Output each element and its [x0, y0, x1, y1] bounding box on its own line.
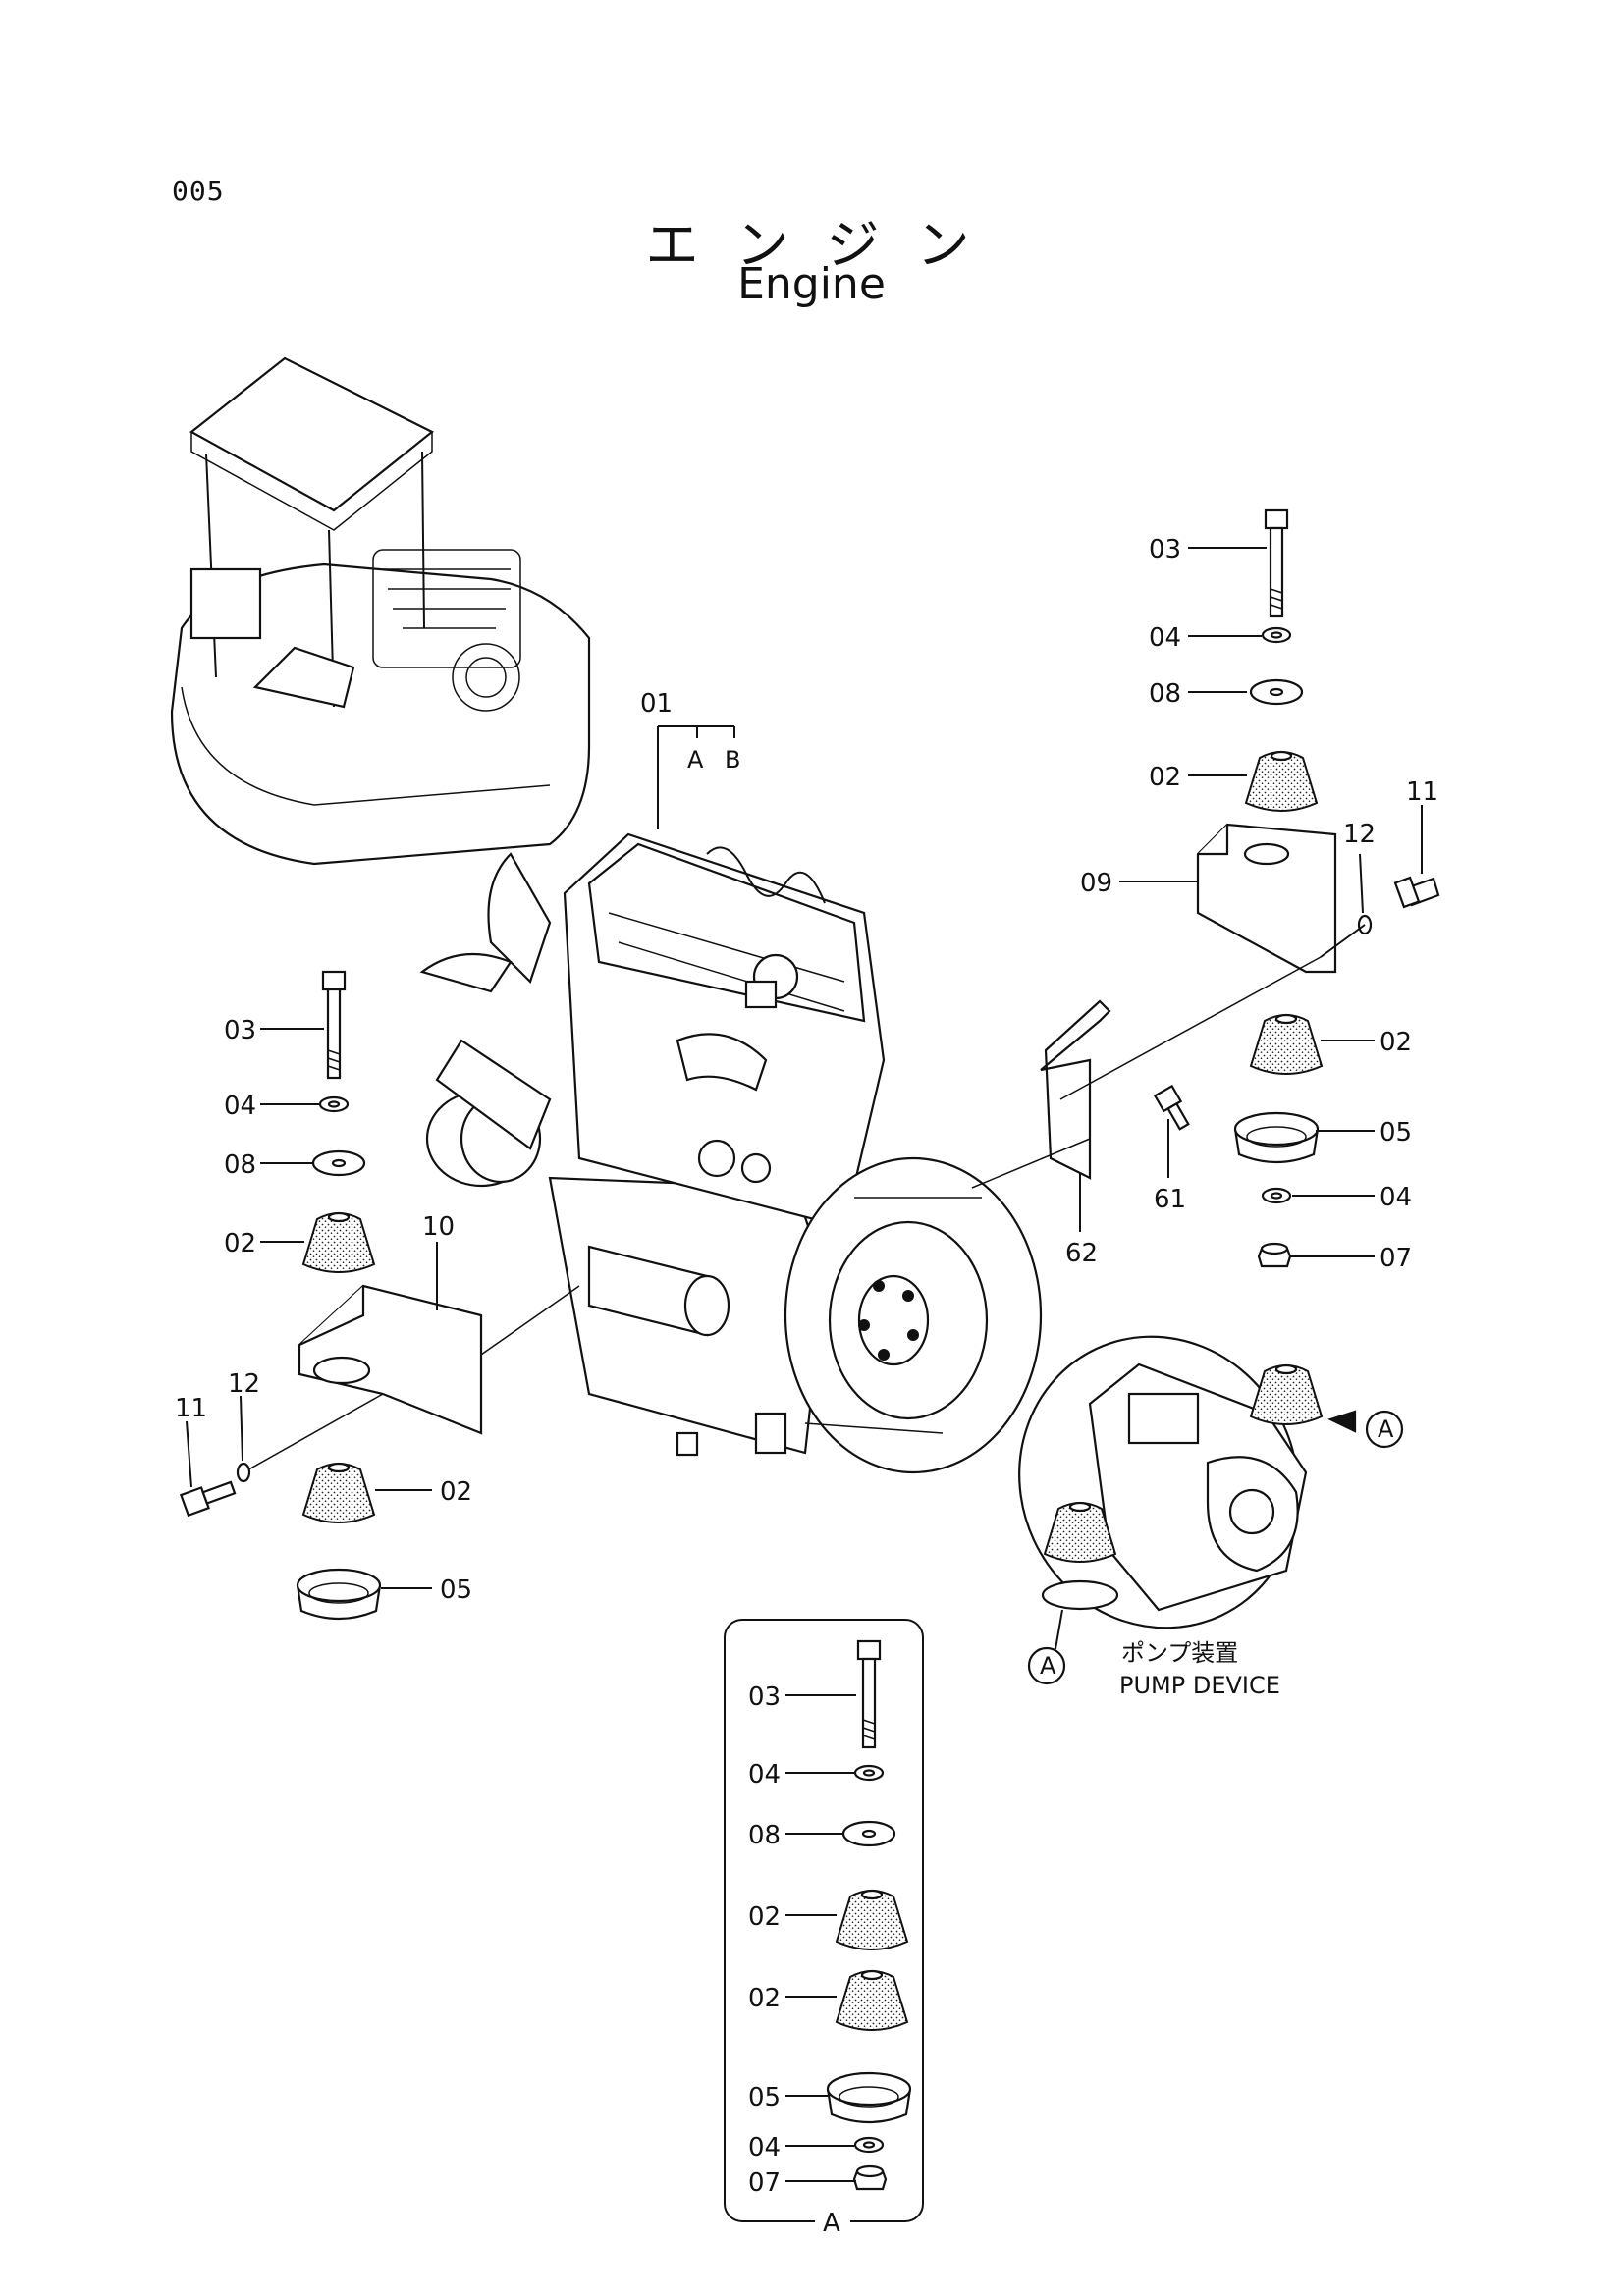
callout-01-a: A	[687, 746, 704, 774]
callout-02-left-upper: 02	[224, 1229, 256, 1258]
pump-label-ja: ポンプ装置	[1121, 1639, 1238, 1667]
detail-a-item-5: 02	[748, 1984, 781, 2013]
detail-a-item-6: 05	[748, 2083, 781, 2112]
pump-device-illustration	[1018, 1335, 1357, 1629]
ref-circle-a-left	[1027, 1646, 1066, 1685]
callout-12-right: 12	[1343, 820, 1376, 849]
callout-11-right: 11	[1406, 777, 1438, 807]
left-mount-parts	[179, 970, 580, 1621]
pump-ref-a-left: A	[1040, 1652, 1056, 1680]
callout-01: 01	[640, 689, 673, 719]
callout-labels: 01 A B 03 04 08 02 09 11 12 02 05 04 07 …	[175, 535, 1438, 2238]
detail-a-item-8: 07	[748, 2168, 781, 2198]
callout-02-left-lower: 02	[440, 1477, 472, 1507]
callout-05-right: 05	[1380, 1118, 1412, 1148]
callout-11-left: 11	[175, 1394, 207, 1423]
callout-62: 62	[1065, 1239, 1098, 1268]
callout-07-right: 07	[1380, 1244, 1412, 1273]
right-mount-parts	[971, 508, 1440, 1268]
detail-a-item-1: 03	[748, 1682, 781, 1712]
callout-08-right: 08	[1149, 679, 1181, 709]
callout-01-b: B	[725, 746, 740, 774]
pump-label-en: PUMP DEVICE	[1119, 1672, 1280, 1699]
pump-ref-a-right: A	[1378, 1415, 1394, 1443]
detail-a-item-4: 02	[748, 1902, 781, 1932]
engine-illustration	[419, 832, 1043, 1474]
ref-circle-a-right	[1365, 1410, 1404, 1449]
callout-61: 61	[1154, 1185, 1186, 1214]
callout-03-right: 03	[1149, 535, 1181, 564]
detail-a-caption: A	[823, 2209, 840, 2238]
callout-12-left: 12	[228, 1369, 260, 1399]
title-japanese: エンジン	[645, 214, 1007, 276]
callout-02-right-lower: 02	[1380, 1028, 1412, 1057]
callout-09: 09	[1080, 869, 1112, 898]
leader-lines	[186, 547, 1423, 2182]
callout-03-left: 03	[224, 1016, 256, 1045]
callout-04-right-lower: 04	[1380, 1183, 1412, 1212]
title-english: Engine	[737, 259, 886, 309]
detail-a-item-2: 04	[748, 1760, 781, 1789]
page-number: 005	[172, 175, 225, 207]
detail-a-item-7: 04	[748, 2133, 781, 2163]
callout-08-left: 08	[224, 1150, 256, 1180]
callout-04-right: 04	[1149, 623, 1181, 653]
machine-overview-illustration	[170, 356, 591, 866]
detail-a-item-3: 08	[748, 1821, 781, 1850]
callout-02-right-upper: 02	[1149, 763, 1181, 792]
callout-04-left: 04	[224, 1092, 256, 1121]
callout-05-left: 05	[440, 1575, 472, 1605]
callout-10: 10	[422, 1212, 455, 1242]
